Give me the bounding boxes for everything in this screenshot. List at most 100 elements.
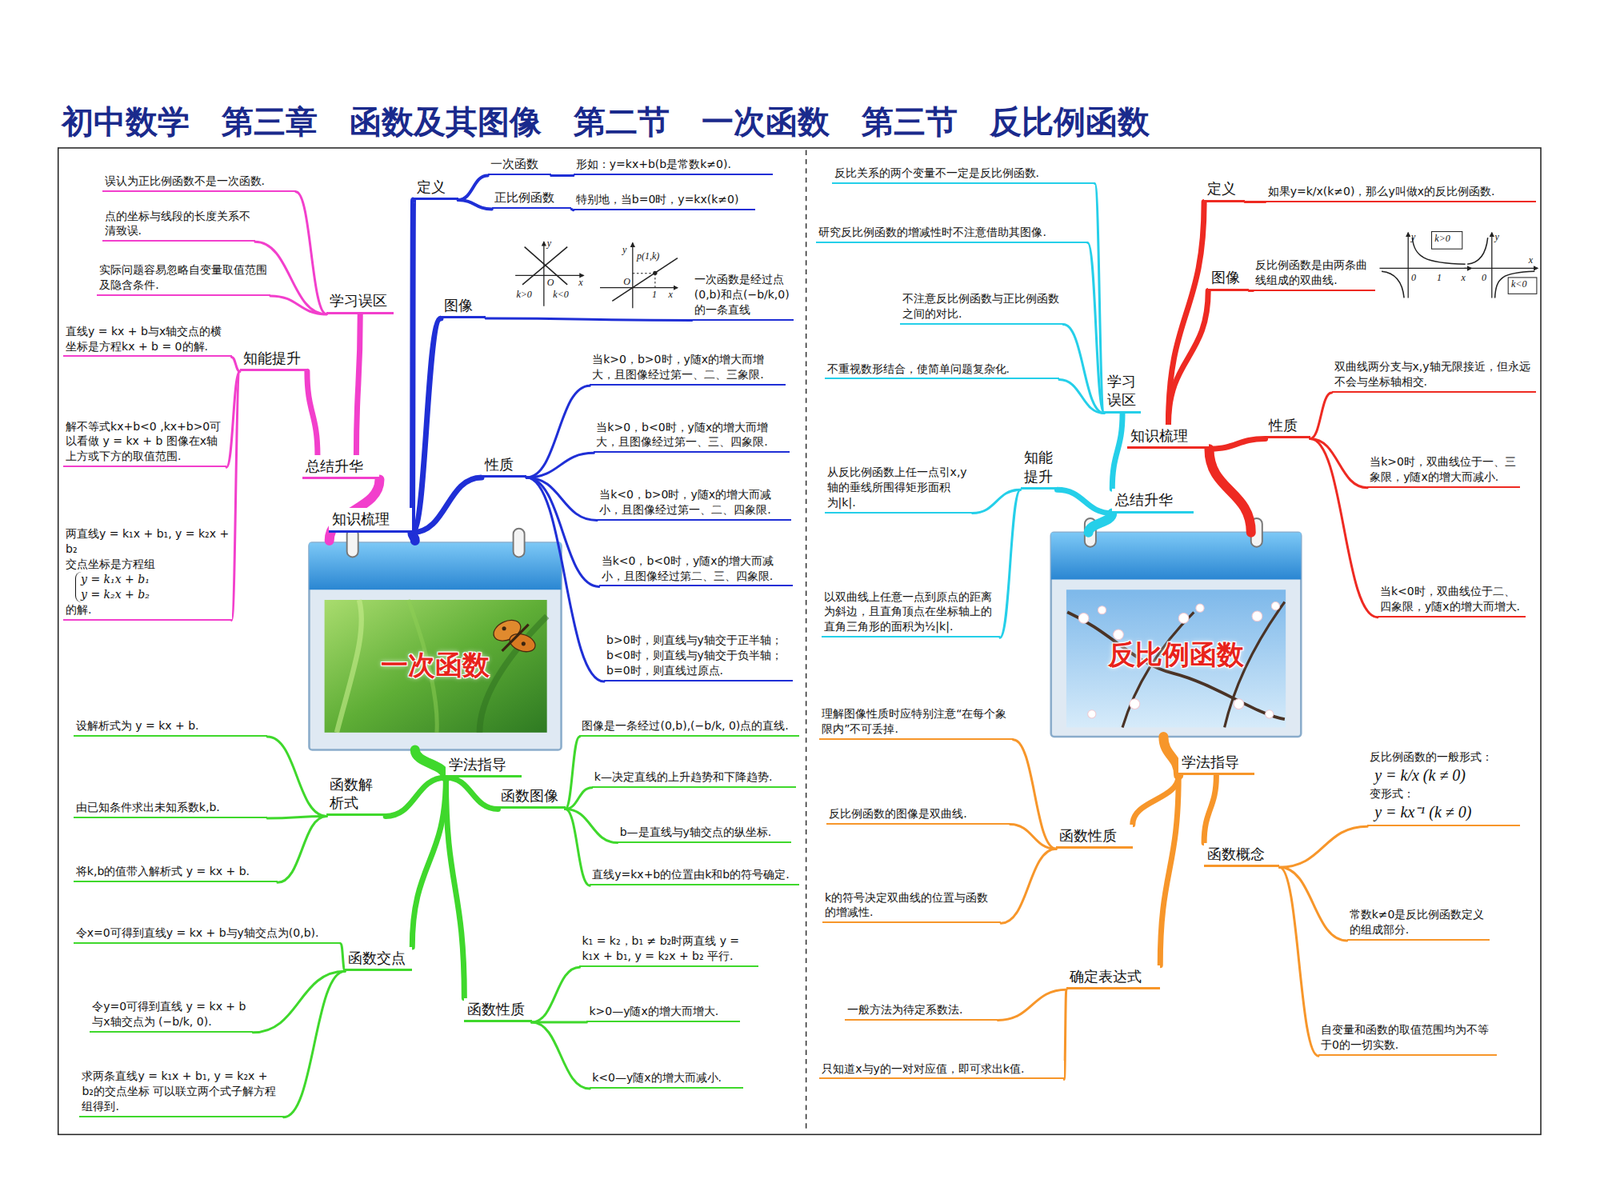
leaf-note: 常数k≠0是反比例函数定义的组成部分.	[1347, 906, 1491, 941]
leaf-note: b>0时，则直线与y轴交于正半轴；b<0时，则直线与y轴交于负半轴；b=0时，则…	[604, 632, 793, 682]
axis-label: k<0	[552, 289, 568, 301]
leaf-note: 当k>0时，双曲线位于一、三象限，y随x的增大而减小.	[1367, 453, 1520, 488]
node-text: 一次函数是经过点(0,b)和点(−b/k,0)的一条直线	[694, 272, 792, 318]
branch-line	[1279, 867, 1347, 941]
node-text: 当k<0时，双曲线位于二、四象限，y随x的增大而增大.	[1380, 584, 1524, 615]
node-text: 图像	[1211, 268, 1246, 287]
node-text: 函数解析式	[329, 775, 383, 813]
node-text: 交点坐标是方程组	[65, 556, 229, 572]
branch-label: 确定表达式	[1066, 965, 1160, 990]
node-text: 设解析式为 y = kx + b.	[76, 718, 265, 734]
node-text: 函数交点	[348, 948, 409, 968]
node-text: 学习误区	[1107, 372, 1138, 410]
node-text: 由已知条件求出未知系数k,b.	[76, 800, 265, 816]
blossom	[1196, 604, 1204, 612]
node-text: 实际问题容易忽略自变量取值范围及隐含条件.	[99, 262, 268, 293]
node-text: 性质	[484, 455, 524, 474]
branch-label: 学法指导	[1178, 751, 1254, 776]
axis-label: k>0	[516, 289, 532, 301]
branch-label: 总结升华	[1112, 488, 1194, 513]
node-text: 不重视数形结合，使简单问题复杂化.	[827, 361, 1057, 377]
axis-label: 0	[1481, 272, 1487, 284]
branch-label: 知能提升	[1020, 446, 1058, 490]
grass-blade	[479, 616, 547, 732]
blossom	[1078, 613, 1089, 624]
branch-line	[232, 356, 240, 372]
leaf-note: 从反比例函数上任一点引x,y轴的垂线所围得矩形面积为|k|.	[824, 464, 973, 514]
branch-line	[1056, 489, 1112, 513]
branch-line	[1310, 392, 1332, 439]
grass-photo	[324, 600, 548, 733]
card-body	[1051, 532, 1302, 737]
node-text: 反比例函数	[1108, 636, 1244, 674]
y-axis	[632, 243, 633, 309]
node-text: 解不等式kx+b<0 ,kx+b>0可以看做 y = kx + b 图像在x轴上…	[65, 419, 224, 465]
y-axis	[1491, 232, 1492, 299]
branch-line	[232, 371, 240, 620]
branch-label: 函数性质	[1056, 824, 1133, 849]
branch-line	[1208, 438, 1265, 449]
node-text: 学法指导	[1181, 752, 1251, 772]
y-axis	[1408, 232, 1409, 299]
leaf-note: 两直线y = k₁x + b₁, y = k₂x + b₂交点坐标是方程组y =…	[63, 525, 232, 620]
blossom	[1097, 606, 1106, 615]
line-plot	[524, 247, 568, 285]
leaf-note: 不注意反比例函数与正比例函数之间的对比.	[900, 290, 1064, 325]
node-text: 形如：y=kx+b(b是常数k≠0).	[576, 156, 771, 172]
leaf-note: 自变量和函数的取值范围均为不等于0的一切实数.	[1318, 1021, 1497, 1056]
blossom	[1233, 699, 1244, 710]
branch-line	[972, 489, 1021, 513]
axis-label: y	[622, 244, 627, 256]
axis-label: 0	[1411, 272, 1416, 284]
branch-line	[270, 296, 327, 315]
branch-line	[267, 816, 327, 819]
branch-line	[412, 477, 482, 533]
node-text: y = kx⁻¹ (k ≠ 0)	[1374, 801, 1518, 824]
page-frame	[58, 148, 1541, 1135]
sky-photo	[1066, 589, 1286, 728]
leaf-note: 当k>0，b>0时，y随x的增大而增大，且图像经过第一、二、三象限.	[589, 351, 786, 386]
branch-line	[307, 371, 318, 456]
branch-line	[356, 314, 360, 456]
node-text: 求两条直线y = k₁x + b₁, y = k₂x + b₂的交点坐标 可以联…	[81, 1068, 281, 1115]
branch-label: 总结升华	[302, 455, 380, 480]
branch-label: 函数交点	[344, 947, 412, 972]
node-text: 一次函数	[490, 156, 549, 173]
blossoms	[1078, 602, 1280, 719]
axis-label: y	[1411, 232, 1416, 244]
node-text: 直线y=kx+b的位置由k和b的符号确定.	[592, 867, 796, 883]
branch-line	[1013, 740, 1057, 849]
branch-line	[1310, 438, 1368, 488]
leaf-note: 一次函数是经过点(0,b)和点(−b/k,0)的一条直线	[692, 271, 795, 321]
axis-label: x	[1528, 255, 1533, 267]
branch-line	[458, 200, 492, 209]
node-text: 两直线y = k₁x + b₁, y = k₂x + b₂	[65, 526, 229, 557]
leaf-note: 反比例函数的一般形式：y = k/x (k ≠ 0)变形式：y = kx⁻¹ (…	[1367, 748, 1520, 827]
divider-line	[805, 149, 808, 1132]
node-text: y = k₁x + b₁	[75, 572, 229, 588]
leaf-note: k—决定直线的上升趋势和下降趋势.	[592, 768, 796, 788]
point	[653, 271, 657, 275]
node-text: 以双曲线上任意一点到原点的距离为斜边，且直角顶点在坐标轴上的直角三角形的面积为½…	[824, 589, 998, 636]
leaf-note: k>0—y随x的增大而增大.	[586, 1003, 740, 1023]
branch-line	[1160, 775, 1179, 965]
line-plot	[612, 258, 678, 302]
axis-label: x	[668, 289, 672, 301]
hyperbola-branch	[1381, 271, 1404, 298]
branch-line	[565, 808, 591, 886]
node-text: 理解图像性质时应特别注意“在每个象限内”不可丢掉.	[821, 706, 1011, 737]
branch-label: 学习误区	[1104, 370, 1141, 414]
branch-line	[267, 736, 327, 817]
card-body	[308, 543, 561, 751]
branch-line	[526, 477, 604, 682]
line-plot	[522, 247, 568, 285]
leaf-note: 研究反比例函数的增减性时不注意借助其图像.	[816, 224, 1088, 244]
branch-label: 函数概念	[1204, 843, 1280, 868]
sub-branch-label: 一次函数	[488, 156, 552, 176]
leaf-note: 求两条直线y = k₁x + b₁, y = k₂x + b₂的交点坐标 可以联…	[79, 1068, 284, 1118]
branch-line	[284, 971, 346, 1117]
line-graph-2	[600, 243, 678, 309]
leaf-note: 不重视数形结合，使简单问题复杂化.	[824, 360, 1060, 380]
blossom	[1178, 613, 1189, 624]
